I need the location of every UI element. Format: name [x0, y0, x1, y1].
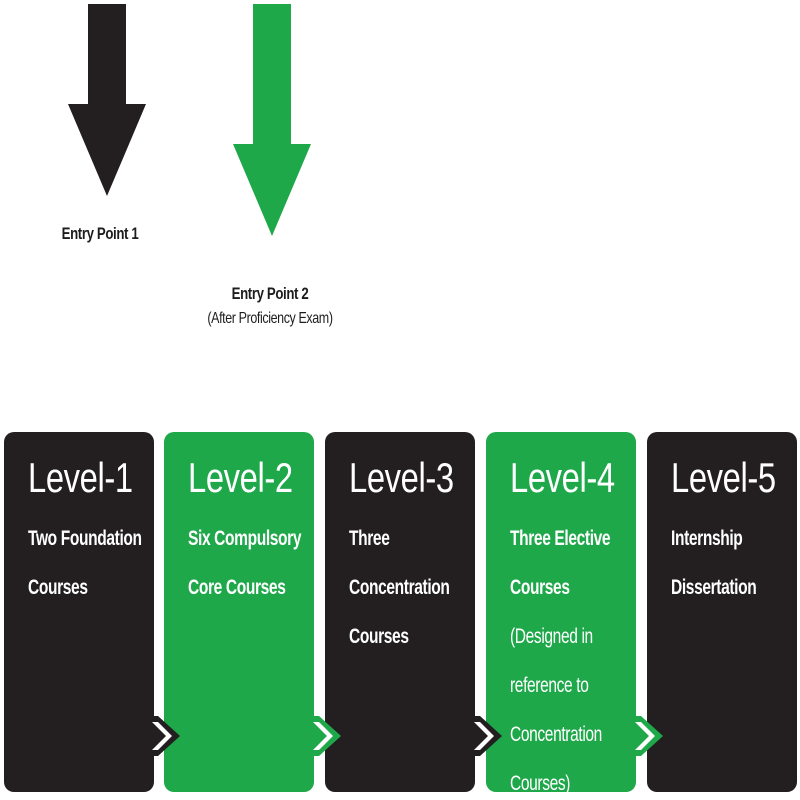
entry-point-2-arrow — [233, 4, 311, 236]
levels-row: Level-1 Two Foundation Courses Level-2 S… — [0, 432, 800, 792]
level-1-title: Level-1 — [28, 454, 133, 501]
level-4-title: Level-4 — [510, 454, 615, 501]
level-5-title: Level-5 — [671, 454, 776, 501]
entry-point-1-arrow — [68, 4, 146, 196]
chevron-right-icon — [311, 716, 341, 756]
level-3-title: Level-3 — [349, 454, 454, 501]
chevron-right-icon — [150, 716, 180, 756]
chevron-right-icon — [633, 716, 663, 756]
level-1-desc-bold: Two Foundation Courses — [28, 527, 142, 599]
level-3-description: Three Concentration Courses — [349, 514, 475, 661]
level-4-desc-bold: Three Elective Courses — [510, 527, 611, 599]
level-5-box: Level-5 Internship Dissertation — [647, 432, 797, 792]
level-4-box: Level-4 Three Elective Courses (Designed… — [486, 432, 636, 792]
entry-point-2-title: Entry Point 2 — [231, 284, 309, 303]
entry-point-1-label: Entry Point 1 — [40, 224, 160, 244]
level-2-box: Level-2 Six Compulsory Core Courses — [164, 432, 314, 792]
level-1-box: Level-1 Two Foundation Courses — [4, 432, 154, 792]
level-3-box: Level-3 Three Concentration Courses — [325, 432, 475, 792]
entry-point-2-subtitle: (After Proficiency Exam) — [207, 310, 333, 327]
level-2-title: Level-2 — [188, 454, 293, 501]
level-3-desc-bold: Three Concentration Courses — [349, 527, 450, 648]
level-1-description: Two Foundation Courses — [28, 514, 154, 612]
entry-point-2-label: Entry Point 2 (After Proficiency Exam) — [180, 284, 360, 328]
level-2-description: Six Compulsory Core Courses — [188, 514, 314, 612]
level-2-desc-bold: Six Compulsory Core Courses — [188, 527, 302, 599]
level-4-desc-normal: (Designed in reference to Concentration … — [510, 625, 602, 792]
entry-point-1-title: Entry Point 1 — [61, 224, 139, 243]
level-5-desc-bold: Internship Dissertation — [671, 527, 757, 599]
chevron-right-icon — [472, 716, 502, 756]
level-4-description: Three Elective Courses (Designed in refe… — [510, 514, 636, 792]
level-5-description: Internship Dissertation — [671, 514, 797, 612]
